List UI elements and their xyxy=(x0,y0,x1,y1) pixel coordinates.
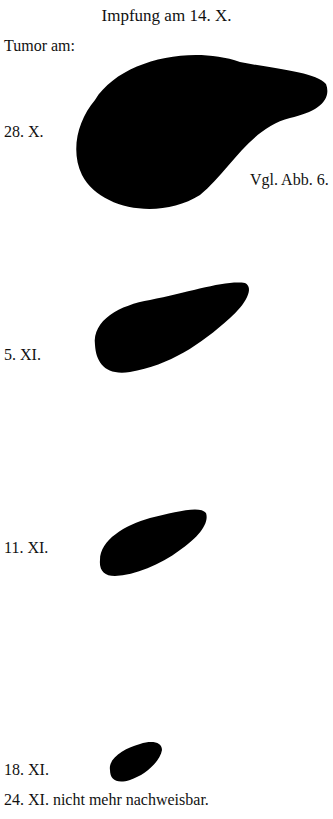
figure-title: Impfung am 14. X. xyxy=(102,6,232,26)
tumor-outline xyxy=(95,283,249,373)
reference-note: Vgl. Abb. 6. xyxy=(250,170,329,189)
date-label: 5. XI. xyxy=(4,345,41,364)
tumor-outline xyxy=(110,742,162,782)
date-label: 18. XI. xyxy=(4,760,49,779)
date-label: 11. XI. xyxy=(4,538,48,557)
date-label: 28. X. xyxy=(4,122,44,141)
row-heading: Tumor am: xyxy=(4,36,75,55)
date-note: 24. XI. nicht mehr nachweisbar. xyxy=(4,790,209,809)
tumor-outline xyxy=(100,509,207,576)
